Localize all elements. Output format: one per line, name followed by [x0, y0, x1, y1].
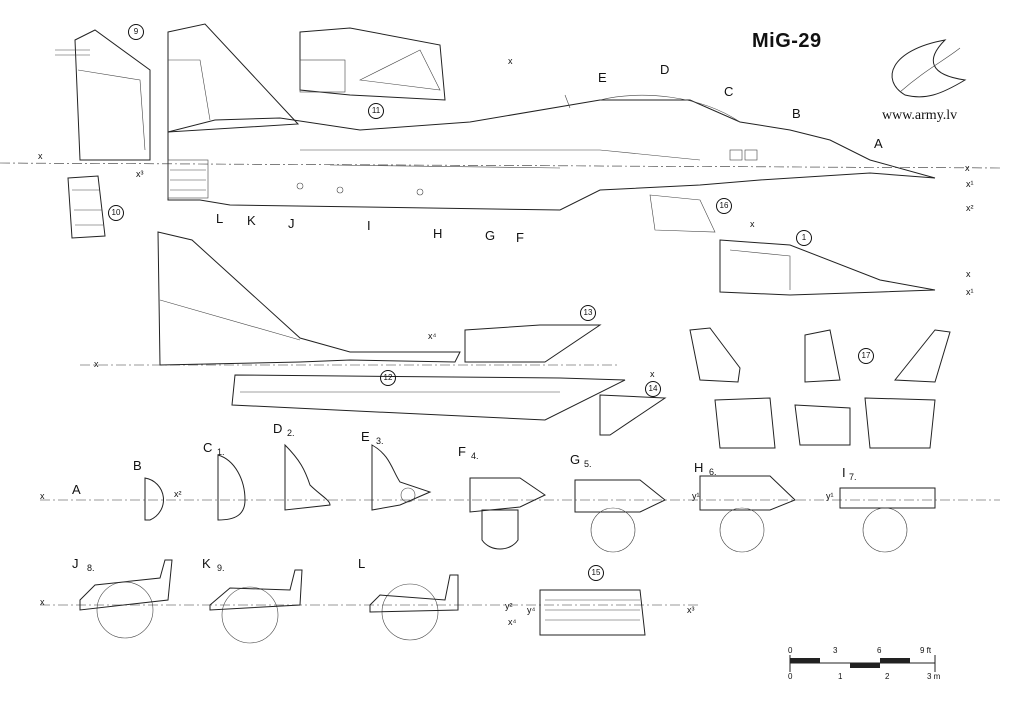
view-11-intake [299, 27, 446, 101]
axis-x1-nose: x¹ [966, 179, 974, 189]
section-letter-e: E [598, 70, 607, 85]
view-17-ejection-seat [689, 327, 951, 449]
view-number-11: 11 [368, 103, 384, 119]
axis-x4-section-l: x⁴ [508, 617, 517, 627]
section-heading-f: F [458, 444, 466, 459]
axis-x4-secondary: x⁴ [428, 331, 437, 341]
axis-x-secondary: x [94, 359, 99, 369]
section-heading-d: D [273, 421, 283, 436]
view-number-1: 1 [796, 230, 812, 246]
section-number-c: 1. [217, 447, 225, 457]
scale-m-0: 0 [788, 672, 793, 681]
scale-ft-0: 0 [788, 646, 793, 655]
scale-bar-graphic [789, 655, 936, 672]
section-letter-j: J [288, 216, 295, 231]
section-number-k: 9. [217, 563, 225, 573]
section-number-d: 2. [287, 428, 295, 438]
axis-x-sections-1: x [40, 491, 45, 501]
view-number-15: 15 [588, 565, 604, 581]
section-heading-g: G [570, 452, 581, 467]
section-heading-i: I [842, 465, 846, 480]
axis-x-sections-2: x [40, 597, 45, 607]
section-number-g: 5. [584, 459, 592, 469]
scale-ft-9: 9 ft [920, 646, 932, 655]
section-letter-a: A [874, 136, 883, 151]
section-heading-k: K [202, 556, 211, 571]
axis-x1-view1: x¹ [966, 287, 974, 297]
section-heading-a: A [72, 482, 81, 497]
view-10-detail [67, 175, 106, 239]
axis-y2-section-l: y² [505, 601, 513, 611]
section-letter-f: F [516, 230, 524, 245]
cross-sections-row-1 [40, 443, 1000, 553]
section-number-i: 7. [849, 472, 857, 482]
axis-x-main: x [38, 151, 43, 161]
axis-y4-section-l: y⁴ [527, 605, 536, 615]
axis-x3-view15: x³ [687, 605, 695, 615]
website-label: www.army.lv [882, 108, 958, 123]
section-letter-l: L [216, 211, 224, 226]
view-number-12: 12 [380, 370, 396, 386]
section-letter-k: K [247, 213, 256, 228]
scale-m-3: 3 m [927, 672, 941, 681]
section-letter-i: I [367, 218, 371, 233]
view-number-9: 9 [128, 24, 144, 40]
view-number-13: 13 [580, 305, 596, 321]
view-1-nose [649, 194, 936, 296]
section-letter-g: G [485, 228, 496, 243]
section-heading-c: C [203, 440, 213, 455]
view-number-16: 16 [716, 198, 732, 214]
drawing-title: MiG-29 [752, 30, 822, 52]
view-number-17: 17 [858, 348, 874, 364]
view-9-tail [55, 29, 151, 161]
axis-x2-section-b: x² [174, 489, 182, 499]
section-heading-j: J [72, 556, 79, 571]
section-letter-h: H [433, 226, 443, 241]
section-heading-b: B [133, 458, 142, 473]
axis-x2-nose: x² [966, 203, 974, 213]
axis-x3-tail: x³ [136, 169, 144, 179]
axis-x-view1: x [750, 219, 755, 229]
axis-x-view1-right: x [966, 269, 971, 279]
axis-y1-section-i: y¹ [826, 491, 834, 501]
section-number-j: 8. [87, 563, 95, 573]
view-number-14: 14 [645, 381, 661, 397]
section-letter-d: D [660, 62, 670, 77]
section-letter-c: C [724, 84, 734, 99]
section-letter-b: B [792, 106, 801, 121]
main-side-view [0, 23, 1001, 211]
axis-x-nose: x [965, 163, 970, 173]
section-number-e: 3. [376, 436, 384, 446]
cross-sections-row-2 [40, 559, 700, 644]
secondary-side-view [80, 231, 667, 436]
axis-x-view11: x [508, 56, 513, 66]
axis-x-view12: x [650, 369, 655, 379]
section-number-f: 4. [471, 451, 479, 461]
scale-ft-3: 3 [833, 646, 838, 655]
section-heading-e: E [361, 429, 370, 444]
mig-logo-icon [891, 39, 967, 98]
view-number-10: 10 [108, 205, 124, 221]
scale-m-2: 2 [885, 672, 890, 681]
section-number-h: 6. [709, 467, 717, 477]
scale-ft-6: 6 [877, 646, 882, 655]
section-heading-h: H [694, 460, 704, 475]
section-heading-l: L [358, 556, 366, 571]
axis-y1-section-h: y¹ [692, 491, 700, 501]
scale-m-1: 1 [838, 672, 843, 681]
